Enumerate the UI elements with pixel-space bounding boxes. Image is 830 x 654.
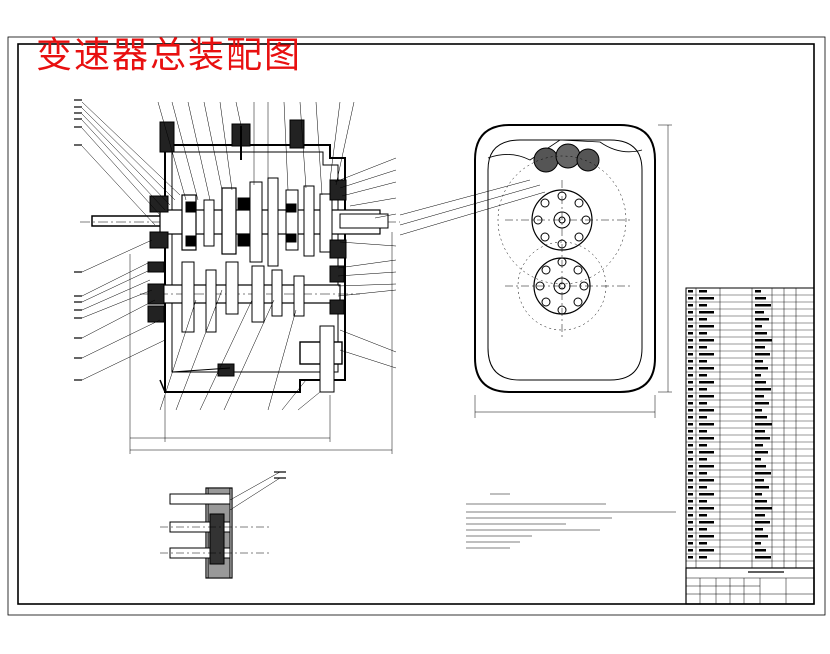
gearbox-housing	[164, 144, 346, 393]
side-end-view	[399, 124, 672, 418]
parts-list-table	[685, 287, 815, 569]
technical-notes	[466, 493, 676, 549]
sheet-inner-frame	[17, 43, 815, 605]
front-bolt-top	[159, 121, 175, 153]
housing-end-outline	[474, 124, 656, 393]
detail-view	[160, 471, 286, 579]
main-section-view	[74, 99, 400, 454]
sheet-outer-border	[7, 36, 826, 616]
drawing-title: 变速器总装配图	[36, 35, 303, 76]
title-block	[685, 567, 815, 605]
